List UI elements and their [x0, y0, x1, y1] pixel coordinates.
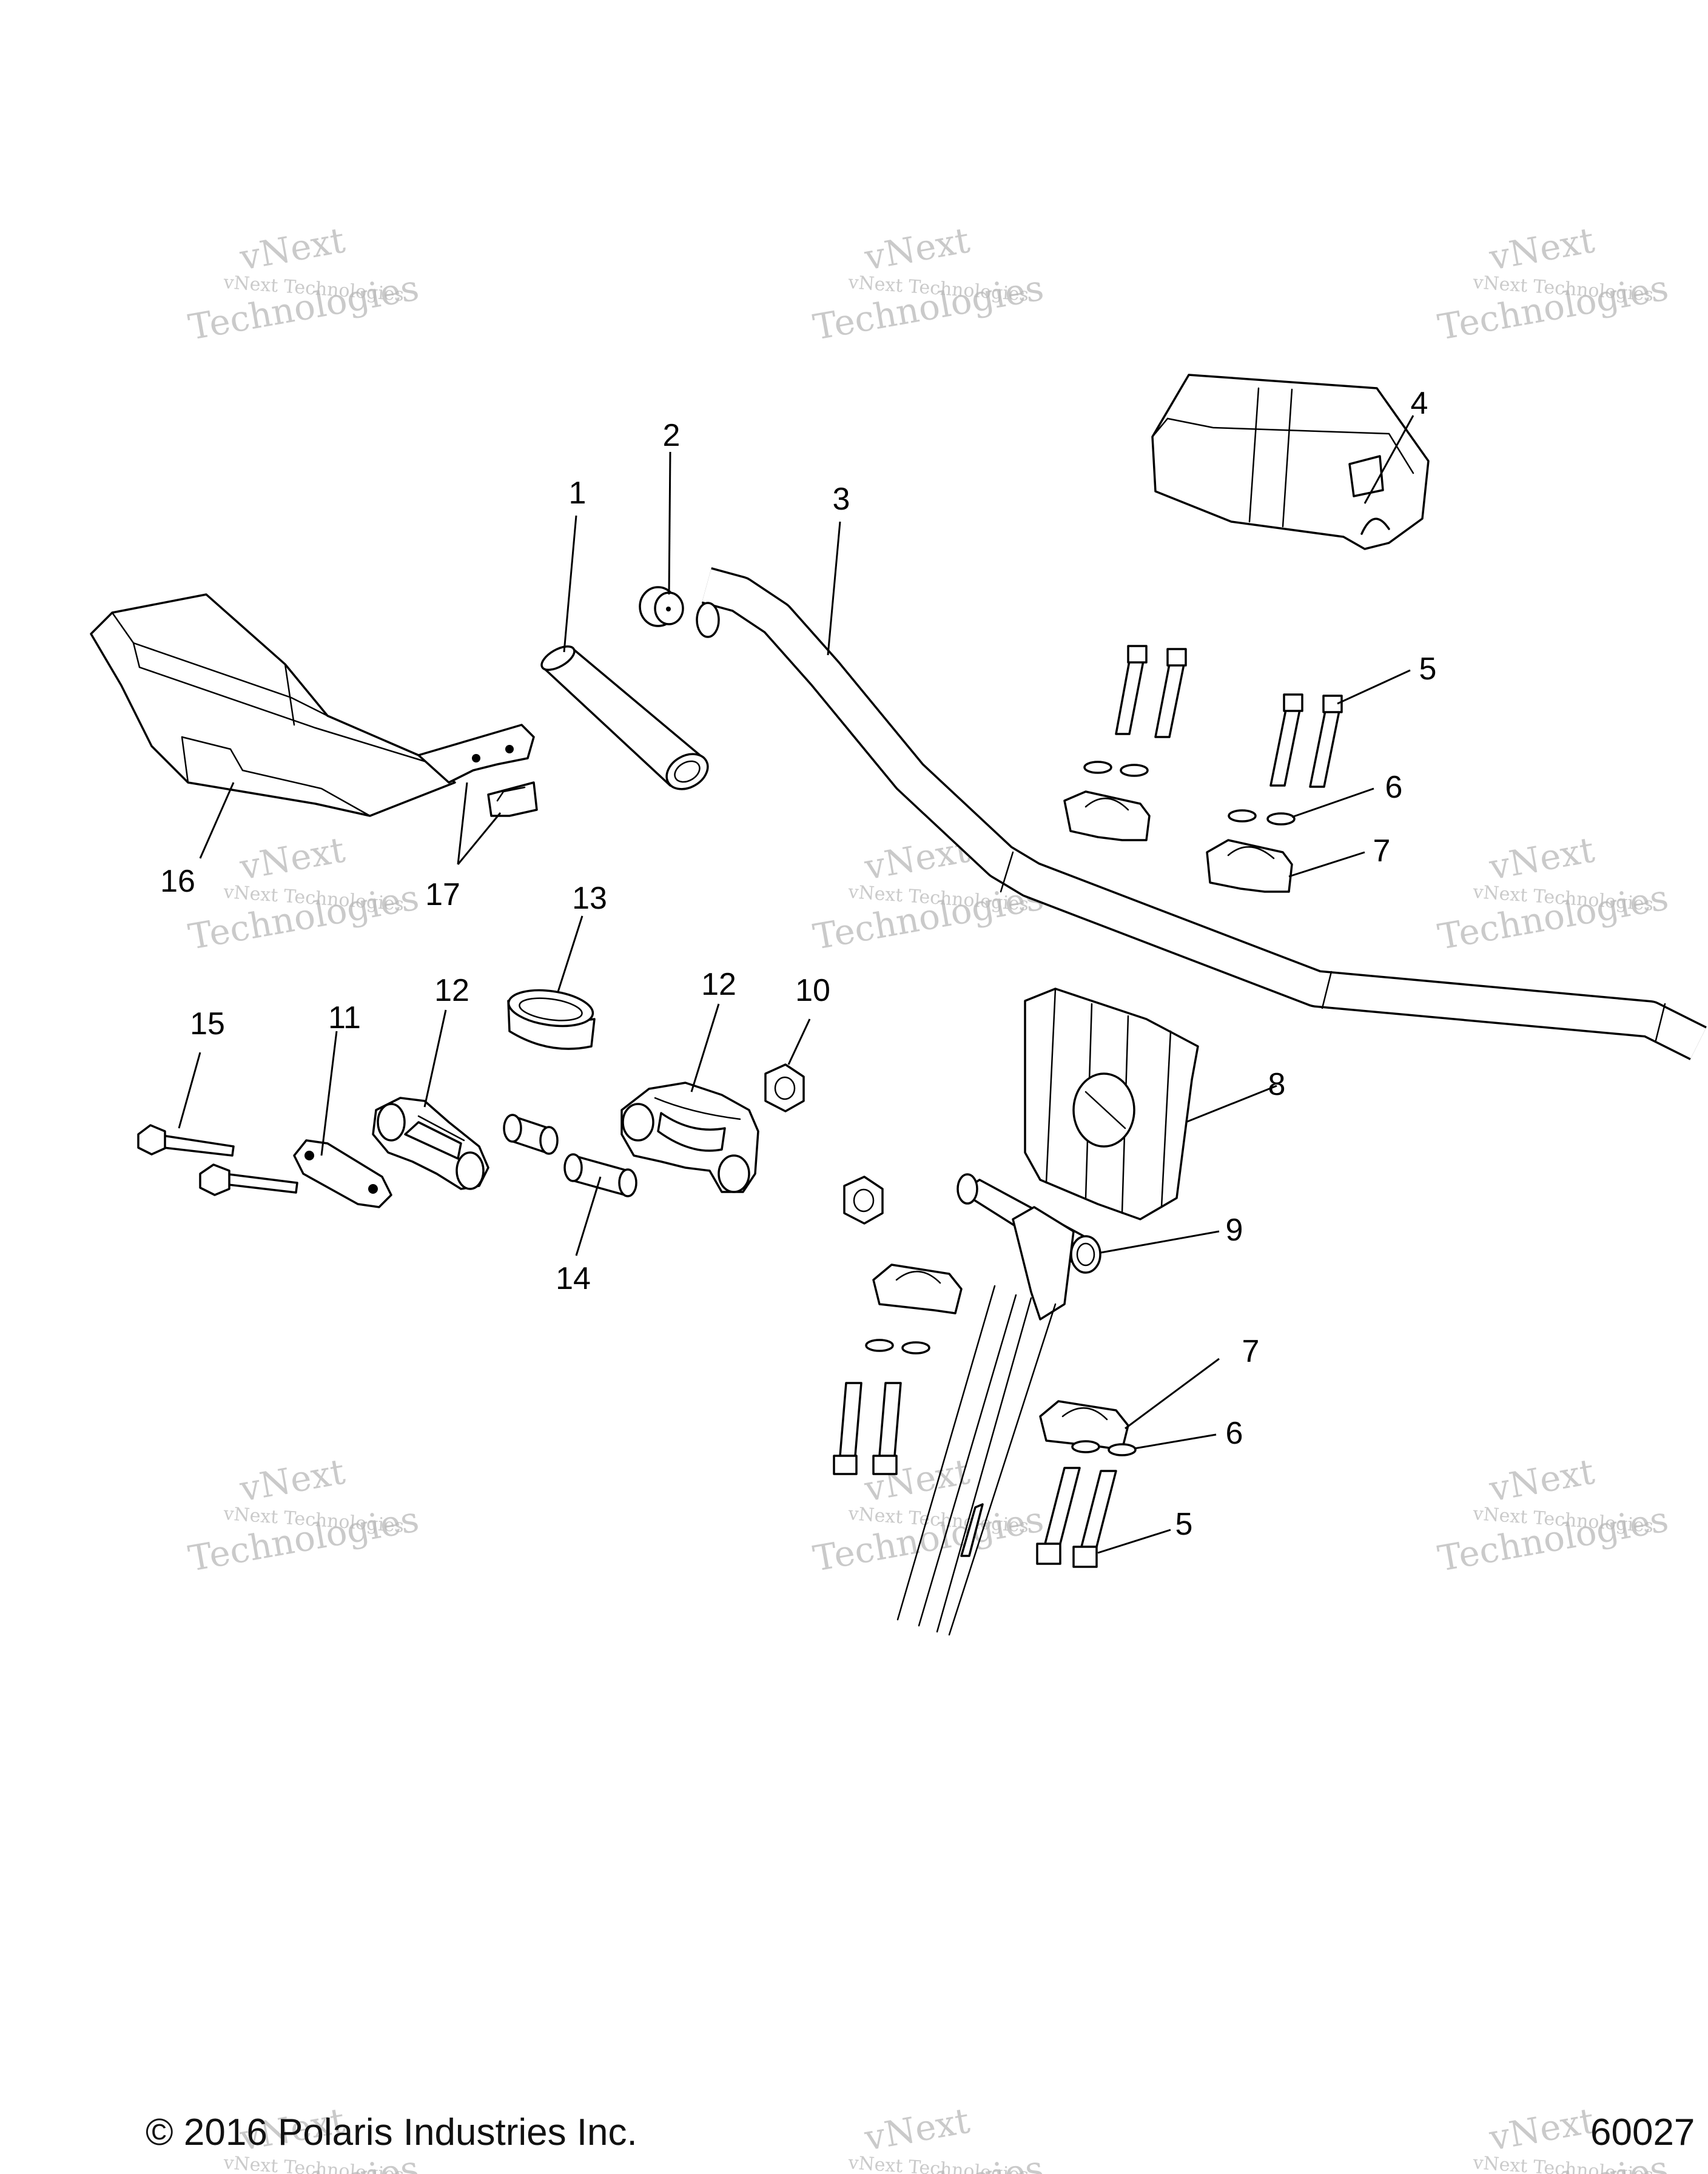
leader-5a	[1337, 669, 1411, 705]
lower-riser-hardware	[833, 1264, 1137, 1568]
callout-11: 11	[328, 1000, 361, 1035]
leader-2	[668, 451, 671, 595]
leader-6a	[1291, 787, 1374, 818]
copyright-notice: © 2016 Polaris Industries Inc.	[146, 2112, 637, 2153]
ring-part-13	[507, 989, 596, 1050]
clamp-left-part-12	[372, 1097, 489, 1190]
leader-17b	[457, 812, 502, 865]
watermark-text: vNext	[1486, 829, 1598, 888]
leader-9	[1100, 1230, 1220, 1254]
nut-part-10	[764, 1063, 884, 1225]
leader-12a	[423, 1009, 447, 1108]
riser-block-part-8	[1024, 988, 1199, 1220]
leader-lines	[178, 415, 1414, 1554]
spacer-part-14	[503, 1114, 637, 1197]
leader-14	[575, 1176, 602, 1256]
bolts-part-15	[137, 1124, 298, 1196]
leader-12b	[690, 1003, 720, 1092]
end-plug-part-2	[639, 586, 684, 627]
leader-16	[199, 782, 235, 859]
bracket-part-17	[487, 781, 538, 817]
callout-3: 3	[833, 482, 850, 517]
leader-7a	[1288, 851, 1365, 878]
hand-guard-part-16	[90, 593, 535, 817]
clamp-right-part-12	[620, 1082, 759, 1193]
callout-4: 4	[1411, 386, 1428, 421]
leader-1	[563, 515, 577, 653]
callout-7-upper: 7	[1373, 833, 1391, 869]
callout-9: 9	[1226, 1213, 1243, 1248]
leader-8	[1185, 1085, 1277, 1123]
callout-5-upper: 5	[1419, 651, 1437, 687]
leader-4	[1363, 415, 1414, 504]
leader-3	[827, 521, 841, 656]
leader-15	[178, 1052, 201, 1129]
plate-part-11	[293, 1139, 392, 1208]
watermark-text: vNext	[237, 1451, 348, 1510]
leader-5b	[1097, 1529, 1171, 1554]
leader-6b	[1134, 1433, 1217, 1450]
leader-13	[557, 915, 583, 992]
callout-12-right: 12	[701, 967, 736, 1002]
callout-8: 8	[1268, 1067, 1286, 1102]
watermark-text: vNext	[861, 2100, 973, 2159]
callout-15: 15	[190, 1006, 225, 1042]
callout-17: 17	[425, 877, 460, 912]
callout-6-upper: 6	[1385, 770, 1403, 805]
callout-5-lower: 5	[1175, 1507, 1193, 1542]
leader-10	[787, 1018, 811, 1065]
callout-1: 1	[569, 476, 587, 511]
callout-16: 16	[160, 864, 195, 899]
grip-part-1	[540, 645, 709, 790]
callout-10: 10	[795, 973, 830, 1008]
watermark-text: vNext	[237, 220, 348, 278]
callout-12-left: 12	[434, 973, 469, 1008]
watermark-text: vNext	[861, 220, 973, 278]
diagram-reference-number: 60027	[1590, 2112, 1695, 2153]
callout-labels: 1 2 3 4 5 6 7 8 9 7 6 5 10 11 12 12 13 1…	[160, 386, 1436, 1542]
watermark-text: vNext	[237, 829, 348, 888]
callout-6-lower: 6	[1226, 1416, 1243, 1451]
callout-2: 2	[663, 418, 681, 453]
upper-riser-hardware	[1063, 645, 1343, 893]
leader-7b	[1125, 1358, 1220, 1430]
watermark-text: vNext	[1486, 2100, 1598, 2159]
leader-17a	[457, 782, 468, 865]
callout-7-lower: 7	[1242, 1334, 1260, 1369]
watermark-text: vNext	[1486, 220, 1598, 278]
callout-13: 13	[572, 881, 607, 916]
callout-14: 14	[556, 1261, 591, 1296]
crossbar-part-9	[896, 1173, 1101, 1636]
handlebar-part-3	[696, 567, 1707, 1060]
leader-11	[320, 1031, 338, 1156]
watermark-text: vNext	[1486, 1451, 1598, 1510]
